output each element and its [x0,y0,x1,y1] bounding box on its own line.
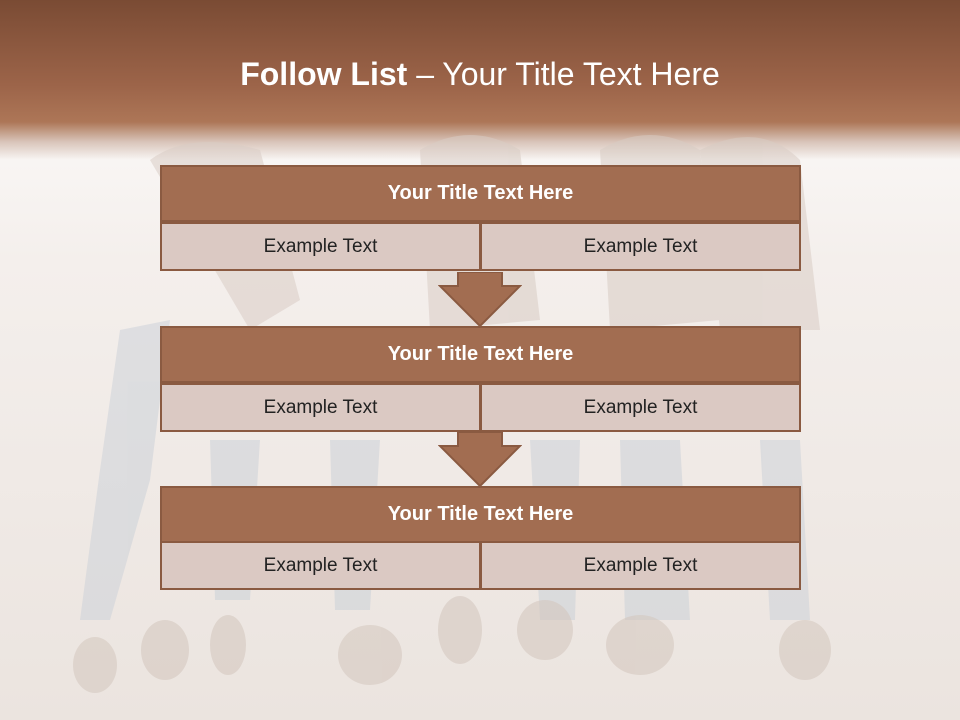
header-band [0,0,960,160]
slide-title: Follow List – Your Title Text Here [0,56,960,93]
row-1-right-cell: Example Text [480,222,801,271]
row-title-3: Your Title Text Here [160,486,801,543]
row-1-left-cell: Example Text [160,222,481,271]
arrow-down-icon [438,272,522,326]
row-title-2: Your Title Text Here [160,326,801,383]
arrow-down-icon [438,432,522,486]
row-2-right-cell: Example Text [480,383,801,432]
row-3-right-cell: Example Text [480,541,801,590]
row-2-left-cell: Example Text [160,383,481,432]
row-title-1: Your Title Text Here [160,165,801,222]
title-bold: Follow List [240,56,408,92]
row-3-left-cell: Example Text [160,541,481,590]
title-rest: – Your Title Text Here [407,56,720,92]
